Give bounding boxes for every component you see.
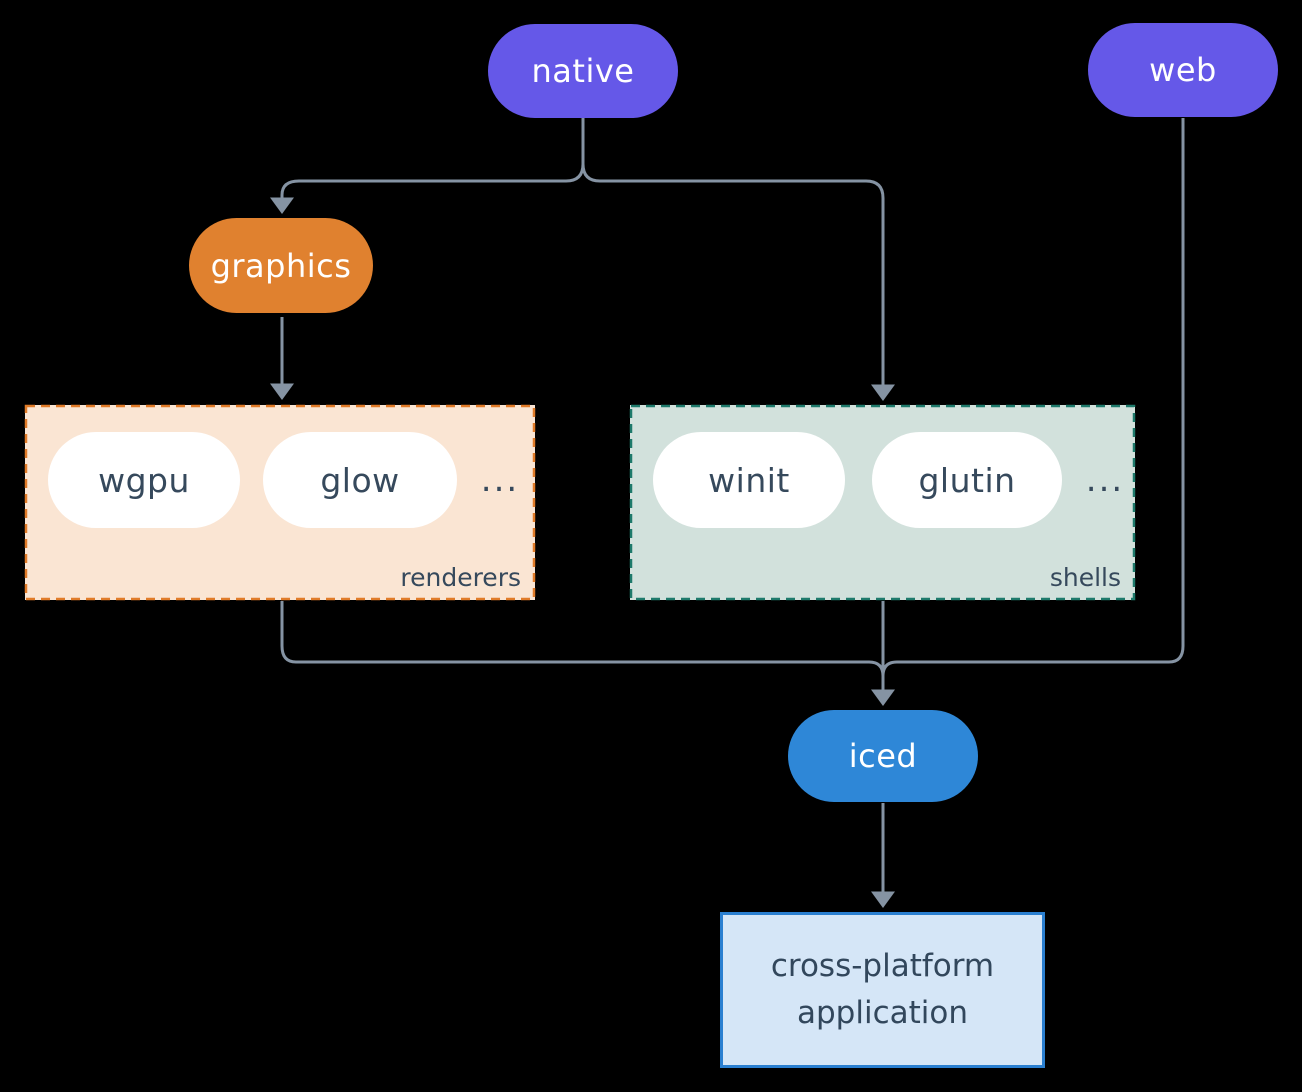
group-renderers: wgpu glow ... renderers <box>25 405 535 600</box>
shells-ellipsis: ... <box>1085 460 1125 500</box>
node-wgpu: wgpu <box>48 432 240 528</box>
app-label-line2: application <box>797 995 968 1031</box>
shells-group-label: shells <box>1049 563 1121 592</box>
node-glutin: glutin <box>872 432 1062 528</box>
node-cross-platform-application: cross-platform application <box>720 912 1045 1068</box>
node-iced: iced <box>788 710 978 802</box>
edge-renderers-to-iced <box>280 601 885 677</box>
app-label-line1: cross-platform <box>770 948 995 984</box>
node-web: web <box>1088 23 1278 117</box>
renderers-group-label: renderers <box>400 563 521 592</box>
renderers-ellipsis: ... <box>480 460 520 500</box>
node-winit: winit <box>653 432 845 528</box>
group-shells: winit glutin ... shells <box>630 405 1135 600</box>
node-glow: glow <box>263 432 457 528</box>
node-graphics: graphics <box>189 218 373 313</box>
edge-native-to-graphics <box>270 118 585 214</box>
node-native: native <box>488 24 678 118</box>
edge-native-to-shells <box>581 118 895 401</box>
